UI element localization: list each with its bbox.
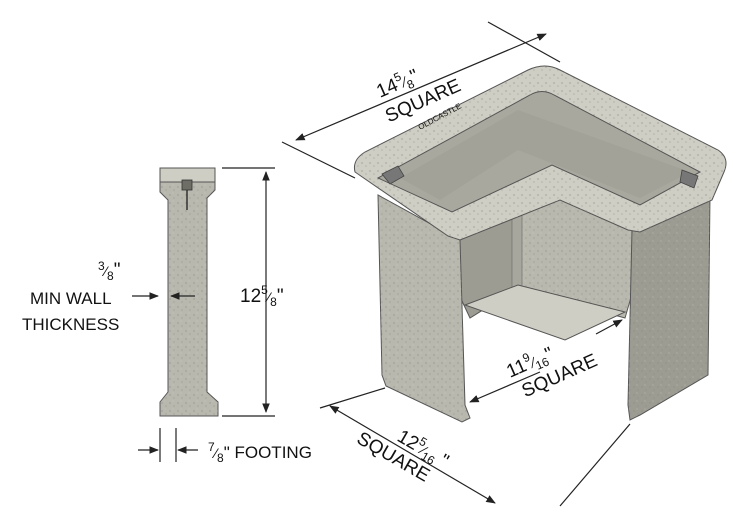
section-view	[159, 167, 219, 417]
footing-dimension: 7⁄8" FOOTING	[138, 428, 312, 465]
footing-label: 7⁄8" FOOTING	[208, 440, 312, 465]
bottom-square-dimension: 125⁄16 " SQUARE	[319, 387, 631, 507]
height-dimension: 125⁄8"	[222, 167, 284, 417]
wall-label-line2: THICKNESS	[22, 315, 119, 334]
wall-fraction: 3⁄8"	[98, 259, 120, 283]
section-insert	[181, 179, 193, 191]
isometric-box: OLDCASTLE	[354, 65, 727, 423]
lid-support-right	[679, 169, 699, 189]
wall-thickness-dimension: 3⁄8" MIN WALL THICKNESS	[22, 259, 195, 334]
bottom-ledge	[463, 284, 627, 341]
wall-label-line1: MIN WALL	[30, 289, 112, 308]
lid-support-left	[381, 165, 405, 185]
height-label: 125⁄8"	[240, 283, 284, 309]
